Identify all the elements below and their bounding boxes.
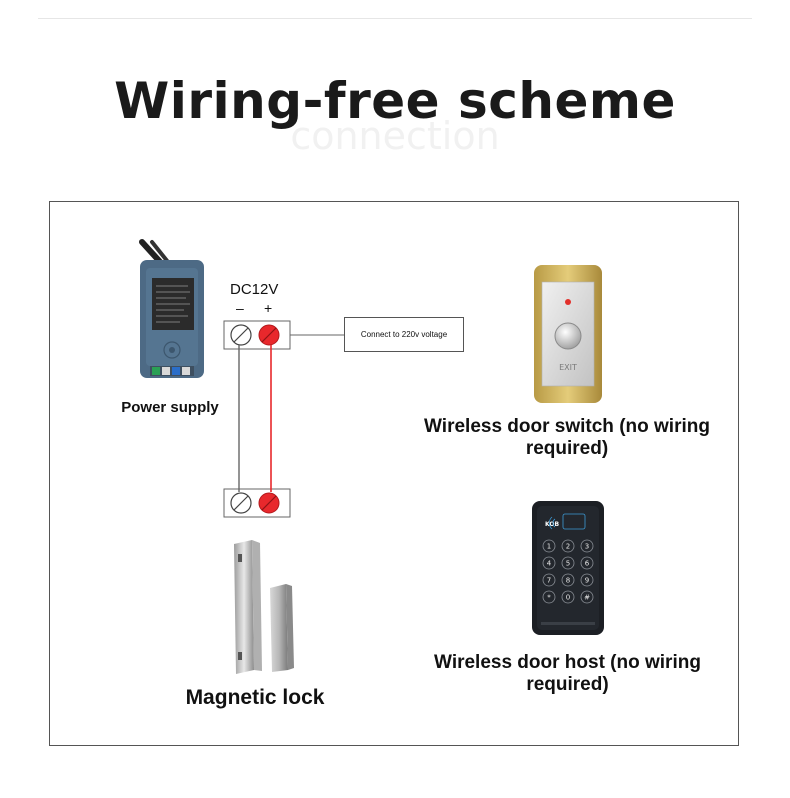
keypad-key-label: 0 — [566, 594, 570, 602]
keypad-key-label: 6 — [585, 560, 590, 568]
plus-label: + — [264, 300, 273, 316]
keypad-key-label: 2 — [566, 543, 570, 551]
voltage-box: Connect to 220v voltage — [344, 317, 464, 352]
keypad-key — [561, 573, 575, 587]
diagram-frame — [49, 201, 739, 746]
lower-terminal-block — [223, 488, 291, 518]
door-switch-label: Wireless door switch (no wiring required… — [424, 416, 710, 459]
keypad-key-label: 1 — [547, 543, 551, 551]
door-host-image: KOB 1 2 3 4 5 6 7 8 9 * 0 # — [532, 501, 604, 635]
upper-terminal-block — [223, 320, 291, 350]
keypad-key — [580, 556, 594, 570]
keypad-key-label: 8 — [566, 577, 570, 585]
keypad-key-label: 7 — [547, 577, 551, 585]
brand-text: KOB — [545, 521, 559, 528]
keypad-key — [580, 573, 594, 587]
keypad-key — [580, 539, 594, 553]
keypad-key — [542, 539, 556, 553]
card-reader-icon — [548, 513, 586, 530]
power-supply-image — [139, 239, 204, 378]
voltage-box-label: Connect to 220v voltage — [360, 330, 448, 339]
door-host-label: Wireless door host (no wiring required) — [434, 652, 701, 695]
magnetic-lock-image — [234, 540, 294, 674]
keypad-key — [542, 556, 556, 570]
keypad-key — [561, 539, 575, 553]
dc-voltage-label: DC12V — [230, 281, 279, 298]
keypad-key-label: 9 — [585, 577, 589, 585]
power-supply-label: Power supply — [121, 399, 219, 416]
door-switch-image: EXIT — [534, 265, 602, 403]
magnetic-lock-label: Magnetic lock — [185, 686, 325, 709]
keypad-key — [542, 573, 556, 587]
ghost-subtitle: connection — [290, 114, 500, 158]
keypad-key-label: 4 — [547, 560, 552, 568]
keypad-key — [580, 590, 594, 604]
exit-text: EXIT — [559, 363, 577, 372]
keypad-key-label: # — [584, 594, 590, 602]
keypad-key — [561, 556, 575, 570]
top-divider — [38, 18, 752, 19]
keypad-key — [542, 590, 556, 604]
keypad-key-label: 3 — [585, 543, 589, 551]
keypad-key-label: * — [547, 594, 551, 602]
keypad-key-label: 5 — [566, 560, 570, 568]
page-title: Wiring-free scheme — [114, 72, 676, 130]
keypad-key — [561, 590, 575, 604]
minus-label: – — [236, 300, 244, 316]
